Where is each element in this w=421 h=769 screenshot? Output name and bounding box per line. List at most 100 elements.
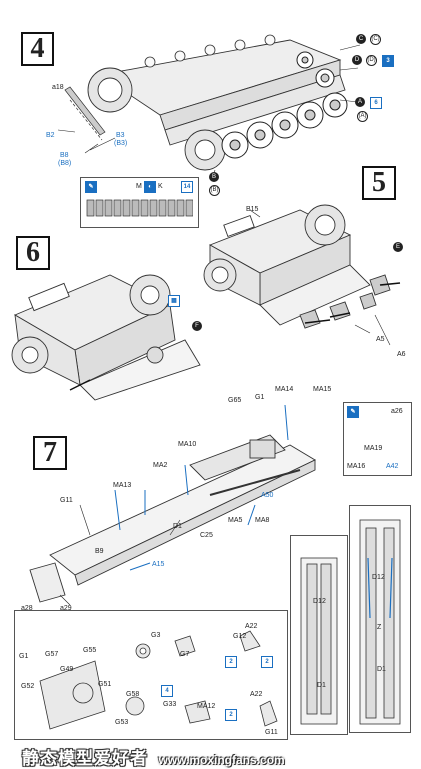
label-d12-left: D12: [313, 598, 326, 605]
sub-assembly-panel: G1 G57 G55 G49 G52 G51 G58 G53 G3 G7 G12…: [14, 610, 288, 740]
callout-a: A: [355, 97, 365, 107]
label-ma13: MA13: [113, 482, 132, 489]
label-ma8: MA8: [255, 517, 270, 524]
paint-icon-3: 3: [382, 55, 394, 67]
callout-e: E: [393, 242, 403, 252]
label-c25: C25: [200, 532, 213, 539]
sub-assembly-drawing: [39, 630, 278, 730]
watermark-cn: 静态模型爱好者: [22, 749, 148, 768]
label-b3-paren: (B3): [114, 140, 128, 147]
step-6-drawing: [11, 274, 201, 401]
callout-d-paren: (D): [366, 55, 377, 66]
label-a15: A15: [152, 561, 165, 568]
label-g7: G7: [180, 651, 190, 658]
label-ma10: MA10: [178, 441, 197, 448]
label-ma19: MA19: [364, 445, 383, 452]
callout-a-paren: (A): [357, 111, 368, 122]
track-link: [95, 199, 104, 217]
paint-icon-4: 4: [161, 685, 173, 697]
label-a26: a26: [391, 408, 403, 415]
label-g53: G53: [115, 719, 129, 726]
track-link: [113, 199, 122, 217]
step-7-drawing: [29, 404, 316, 606]
label-ma2: MA2: [153, 462, 168, 469]
track-link: [167, 199, 176, 217]
track-link: [149, 199, 158, 217]
label-g11: G11: [60, 497, 73, 504]
paint-icon-6: 6: [370, 97, 382, 109]
callout-c-paren: (C): [370, 34, 381, 45]
step-4-drawing: [57, 34, 361, 181]
track-link: [131, 199, 140, 217]
track-link: [140, 199, 149, 217]
track-link: [176, 199, 185, 217]
label-b3: B3: [116, 132, 125, 139]
paint-icon-14: 14: [181, 181, 193, 193]
label-b8-paren: (B8): [58, 160, 72, 167]
chassis-detail-drawing: [359, 519, 401, 725]
label-a18: a18: [52, 84, 64, 91]
callout-f: F: [192, 321, 202, 331]
watermark: 静态模型爱好者 www.moxingfans.com: [22, 744, 402, 768]
label-g51: G51: [98, 681, 112, 688]
label-a50: A50: [261, 492, 274, 499]
callout-d: D: [352, 55, 362, 65]
label-k: K: [158, 183, 163, 190]
label-b15: B15: [246, 206, 259, 213]
paint-icon-2a: 2: [261, 656, 273, 668]
label-a28: a28: [21, 605, 33, 612]
watermark-url: www.moxingfans.com: [158, 753, 285, 767]
track-link: [104, 199, 113, 217]
label-g1-sub: G1: [19, 653, 29, 660]
label-g55: G55: [83, 647, 97, 654]
track-links-panel: ✎ M ◐ K 14: [80, 177, 199, 228]
label-g11-sub: G11: [265, 729, 278, 736]
callout-b: B: [209, 172, 219, 182]
label-a6: A6: [397, 351, 406, 358]
label-b2: B2: [46, 132, 55, 139]
label-d12-right: D12: [372, 574, 385, 581]
track-links-row: [86, 199, 193, 217]
label-z: Z: [377, 624, 382, 631]
step-6-number: 6: [16, 236, 50, 270]
label-d1: D1: [173, 523, 182, 530]
label-a5: A5: [376, 336, 385, 343]
label-g12: G12: [233, 633, 247, 640]
step-7-number: 7: [33, 436, 67, 470]
label-ma16: MA16: [347, 463, 366, 470]
track-link: [86, 199, 95, 217]
brush-icon: ✎: [85, 181, 97, 193]
step-4-number: 4: [21, 32, 54, 66]
paint-icon-2b: 2: [225, 709, 237, 721]
label-g33: G33: [163, 701, 177, 708]
label-g49: G49: [60, 666, 74, 673]
label-d1-right: D1: [377, 666, 386, 673]
label-a42: A42: [386, 463, 399, 470]
track-link: [185, 199, 193, 217]
paint-icon-step6: ▦: [168, 295, 180, 307]
label-g58: G58: [126, 691, 140, 698]
step-5-drawing: [203, 204, 401, 346]
label-a22-b: A22: [250, 691, 263, 698]
chassis-top-view-panel: D12 D1: [290, 535, 348, 735]
callout-b-paren: (B): [209, 185, 220, 196]
label-g52: G52: [21, 683, 35, 690]
label-a22: A22: [245, 623, 258, 630]
chassis-top-drawing: [300, 557, 338, 725]
chassis-detail-panel: D12 Z D1: [349, 505, 411, 733]
label-g57: G57: [45, 651, 59, 658]
label-b8: B8: [60, 152, 69, 159]
label-g65: G65: [228, 397, 242, 404]
label-b9: B9: [95, 548, 104, 555]
label-g1: G1: [255, 394, 265, 401]
label-ma14: MA14: [275, 386, 294, 393]
label-ma15: MA15: [313, 386, 332, 393]
brush-icon-a26: ✎: [347, 406, 359, 418]
label-m: M: [136, 183, 142, 190]
paint-mix-icon: ◐: [144, 181, 156, 193]
label-ma5: MA5: [228, 517, 243, 524]
track-link: [158, 199, 167, 217]
track-link: [122, 199, 131, 217]
detail-panel-a26: ✎ a26 MA19 MA16 A42: [343, 402, 412, 476]
step-5-number: 5: [362, 166, 396, 200]
